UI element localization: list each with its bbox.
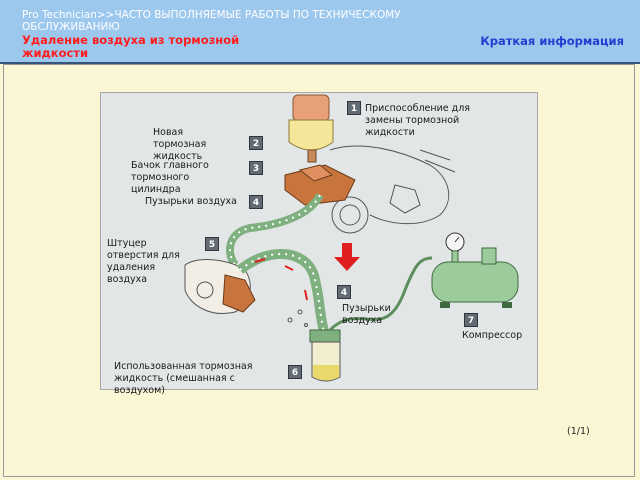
label-air-bubbles-top: Пузырьки воздуха — [145, 196, 237, 207]
brake-caliper-drawing — [184, 259, 256, 314]
header-bar: Pro Technician>>ЧАСТО ВЫПОЛНЯЕМЫЕ РАБОТЫ… — [0, 0, 640, 64]
label-new-fluid: Новая тормозная жидкость — [153, 127, 207, 162]
callout-badge-3: 3 — [249, 161, 263, 175]
label-air-bubbles-bottom: Пузырьки воздуха — [342, 303, 391, 326]
fluid-changer-tank — [288, 94, 334, 163]
compressor-hose — [328, 256, 433, 332]
label-used-fluid: Использованная тормозная жидкость (смеша… — [114, 361, 253, 396]
page-indicator: (1/1) — [567, 426, 590, 437]
summary-link[interactable]: Краткая информация — [480, 34, 624, 48]
waste-bottle — [309, 329, 341, 382]
compressor-drawing — [431, 232, 519, 308]
callout-badge-4: 4 — [249, 195, 263, 209]
callout-badge-1: 1 — [347, 101, 361, 115]
label-bleeder: Штуцер отверстия для удаления воздуха — [107, 238, 180, 285]
label-master-cylinder: Бачок главного тормозного цилиндра — [131, 160, 209, 195]
callout-badge-7: 7 — [464, 313, 478, 327]
engine-bay-drawing — [329, 145, 456, 234]
master-cylinder-reservoir — [284, 164, 356, 206]
page-title: Удаление воздуха из тормозной жидкости — [22, 33, 240, 60]
label-fluid-changer: Приспособление для замены тормозной жидк… — [365, 103, 471, 138]
fluid-droplets — [287, 309, 308, 327]
bubble-hose-lower — [236, 249, 330, 337]
breadcrumb[interactable]: Pro Technician>>ЧАСТО ВЫПОЛНЯЕМЫЕ РАБОТЫ… — [22, 9, 401, 33]
callout-badge-2: 2 — [249, 136, 263, 150]
flow-arrow-icon — [334, 243, 360, 271]
callout-badge-6: 6 — [288, 365, 302, 379]
callout-badge-5: 5 — [205, 237, 219, 251]
callout-badge-4b: 4 — [337, 285, 351, 299]
label-compressor: Компрессор — [462, 330, 523, 341]
